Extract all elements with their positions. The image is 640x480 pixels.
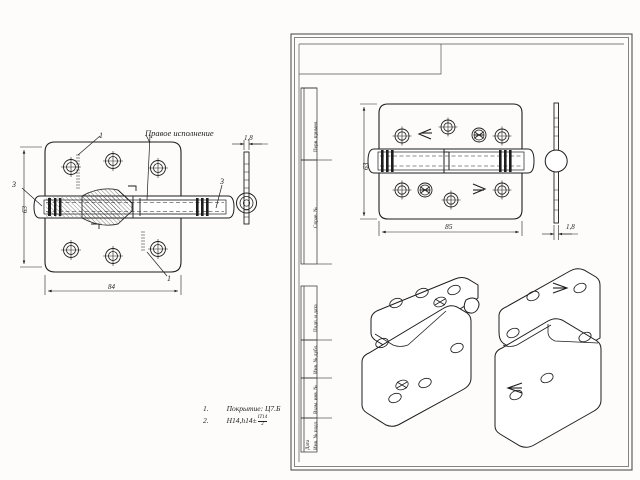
- note-2-frac-top: IT14: [257, 415, 268, 420]
- hinge-iso-right: [494, 268, 602, 448]
- hinge-iso-left: [361, 277, 480, 427]
- callout-1-bottom: 1: [167, 274, 171, 283]
- dim-main-thickness-text: 1,8: [566, 223, 575, 231]
- notes-block: 1. Покрытие: Ц7.Б 2. H14,h14± IT14 2: [203, 403, 280, 427]
- title-cell-inv-no-dubl: Инв. № дубл.: [313, 344, 319, 374]
- dim-left-thickness-text: 1,8: [244, 134, 253, 142]
- dim-left-height-text: 63: [21, 206, 29, 213]
- direction-arrow-marks: [417, 128, 487, 195]
- dim-left-width-text: 84: [108, 283, 115, 291]
- note-1-num: 1.: [203, 404, 209, 413]
- dim-height-left: [20, 146, 42, 268]
- title-cell-sprav-no: Справ. №: [313, 206, 319, 228]
- title-block-leader-lines: [299, 44, 442, 419]
- note-1-text: Покрытие: Ц7.Б: [226, 404, 281, 413]
- dim-width-left: [44, 275, 182, 295]
- title-block-strip: [300, 87, 318, 453]
- callout-3-left: 3: [12, 180, 16, 189]
- callout-3-right: 3: [220, 177, 224, 186]
- main-front-view: [360, 103, 535, 236]
- note-2-frac-bottom: 2: [261, 421, 264, 427]
- note-2-num: 2.: [203, 416, 209, 425]
- title-cell-data: Дата: [305, 439, 311, 450]
- sheet-frame: [290, 33, 633, 471]
- left-front-view: [20, 134, 235, 295]
- dim-main-height-text: 63: [361, 162, 370, 171]
- title-cell-podp-i-data: Подп. и дата: [313, 304, 319, 332]
- dim-main-width-text: 85: [445, 222, 453, 231]
- left-side-edge-view: [232, 140, 268, 225]
- note-2-text: H14,h14±: [226, 416, 257, 425]
- main-side-edge-view: [542, 102, 578, 240]
- right-hand-execution-label: Правое исполнение: [145, 128, 214, 138]
- callout-leaders: [21, 134, 223, 277]
- title-cell-inv-no-podl: Инв. № подл.: [313, 420, 319, 450]
- title-cell-vzam-inv-no: Взам. инв. №: [313, 384, 319, 414]
- title-cell-perv-primen: Перв. примен.: [313, 120, 319, 153]
- callout-1-top: 1: [99, 131, 103, 140]
